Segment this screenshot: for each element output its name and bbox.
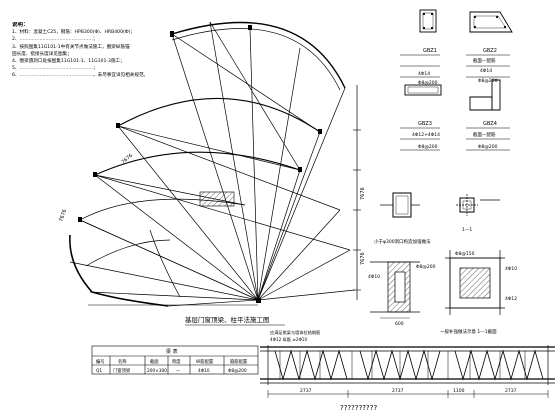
wall-elevation (260, 345, 555, 398)
section-stirrup: Φ8@200 (478, 78, 498, 84)
notes-line: 3、按照图集11G101-1中有关节点做法施工，圈梁纵筋锚 (12, 44, 130, 50)
opening-detail-1 (380, 192, 420, 218)
table-cell: — (176, 369, 181, 374)
detail-caption: 小于φ300洞口构造加强做法 (374, 238, 431, 245)
table-cell: Q1 (96, 368, 102, 374)
table-header: 名称 (118, 358, 127, 365)
beam-pads (78, 25, 322, 303)
wall-dim: 2737 (505, 388, 517, 394)
outer-arc (171, 21, 346, 89)
table-cell: 4Φ10 (198, 368, 210, 374)
fan-inner-left (149, 229, 181, 298)
notes-line: 6、…………………………………………，未尽事宜详见相关规范。 (12, 73, 149, 79)
wall-dim: 1100 (453, 388, 465, 394)
table-row: Q1 门窗顶梁 200×300 — 4Φ10 Φ8@200 (96, 367, 247, 374)
cut-label: 1—1 (462, 227, 472, 233)
wall-verticals (279, 351, 526, 379)
detail-label: 4Φ10 (368, 274, 380, 280)
section-code: GBZ2 (483, 48, 497, 54)
arc-5 (85, 239, 171, 267)
section-stirrup: Φ8@200 (418, 80, 438, 86)
detail-label: Φ8@200 (416, 264, 436, 270)
section-header: 截面—配筋 (473, 57, 496, 64)
section-labels: GBZ1 GBZ2 截面—配筋 4Φ14 4Φ14 Φ8@200 Φ8@200 … (412, 48, 498, 150)
detail-label: 4Φ10 (505, 266, 517, 272)
wall-note: 4Φ12 纵筋 ≥2Φ10 (270, 336, 307, 343)
table-header: 纵筋配置 (196, 358, 214, 365)
section-table-lines (400, 54, 510, 151)
design-notes: 说明： 1、材料：混凝土C25，钢筋：HPB300(Φ)、HRB400(Ф)； … (12, 22, 172, 80)
right-dim-ticks (353, 129, 361, 291)
notes-line: 4、圈梁遇洞口处按图集11G101-1、11G101-3施工； (12, 59, 125, 65)
section-rebar: 4Φ14 (418, 71, 430, 77)
wall-dim: 2737 (392, 388, 404, 394)
section-rebar: 4Φ12+4Φ14 (412, 132, 440, 138)
beam-table (91, 345, 259, 375)
table-cell: 门窗顶梁 (113, 367, 131, 374)
notes-title: 说明： (12, 22, 29, 28)
table-header: 截面 (150, 358, 159, 365)
radial-lines (69, 21, 356, 307)
section-rebar: 4Φ14 (480, 68, 492, 74)
detail-caption: 一般补强做法示意 1—1截面 (440, 328, 497, 335)
fan-plan (69, 21, 361, 307)
wall-zigzag (274, 349, 544, 381)
opening-detail-2 (456, 194, 500, 216)
table-header: 跨度 (172, 358, 181, 365)
notes-line: 固长度、搭接长度详见图集； (12, 51, 72, 57)
arc-3 (94, 151, 301, 176)
opening-detail-4 (445, 250, 505, 315)
fan-dim: 7676 (360, 252, 366, 265)
detail-label: Φ8@150 (455, 251, 475, 257)
wall-caption: ?????????? (340, 404, 377, 412)
fan-dim: 7676 (360, 187, 366, 200)
section-stirrup: Φ8@200 (418, 144, 438, 150)
detail-label: 4Φ12 (505, 296, 517, 302)
opening-detail-3 (370, 261, 420, 319)
fan-dim: 7676 (58, 209, 68, 223)
section-grid (404, 9, 513, 111)
section-code: GBZ1 (423, 48, 437, 54)
section-code: GBZ4 (483, 121, 497, 127)
fan-dim: 7676 (120, 153, 134, 166)
notes-line: 2、…………………………………………； (12, 37, 98, 43)
notes-line: 1、材料：混凝土C25，钢筋：HPB300(Φ)、HRB400(Ф)； (12, 30, 136, 36)
hatched-sample (199, 191, 235, 207)
wall-dim: 2737 (300, 388, 312, 394)
arc-2 (117, 97, 321, 133)
table-header: 编号 (96, 358, 105, 365)
outer-arc-2 (171, 28, 341, 91)
main-caption: 基层门窗顶梁、柱平法施工图 (185, 315, 270, 324)
detail-dim: 600 (395, 321, 404, 327)
table-cell: Φ8@200 (228, 368, 247, 374)
section-stirrup: Φ8@200 (478, 144, 498, 150)
table-headers: 编号 名称 截面 跨度 纵筋配置 箍筋配置 (96, 358, 248, 365)
section-code: GBZ3 (418, 121, 432, 127)
table-cell: 200×300 (147, 368, 167, 374)
notes-line: 5、…………………………………………； (12, 66, 98, 72)
section-header: 截面—配筋 (473, 131, 496, 138)
wall-note: 应满足挑梁与墙体拉结钢筋 (270, 329, 320, 336)
table-header: 箍筋配置 (230, 358, 248, 365)
table-title: 梁 表 (166, 348, 178, 355)
